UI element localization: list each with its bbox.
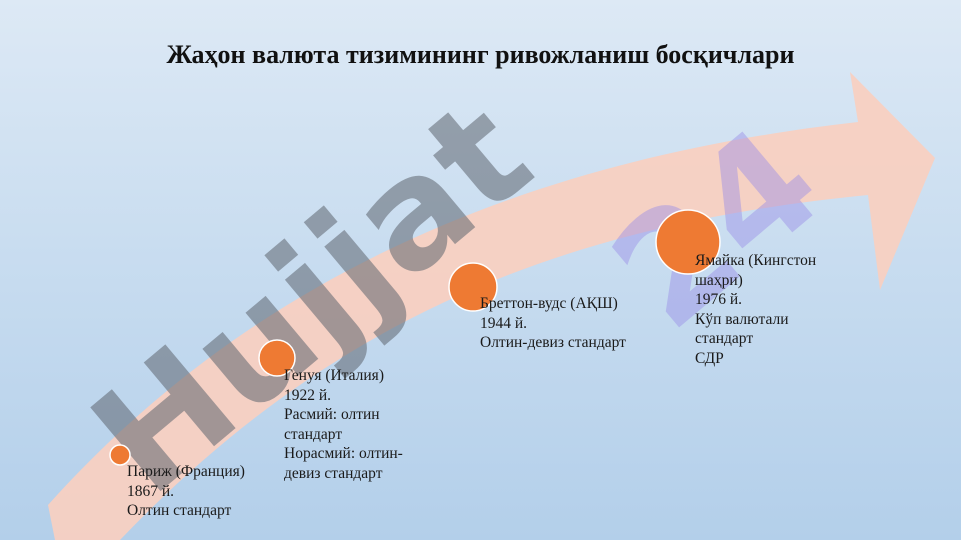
stage-3-line: Бреттон-вудс (АҚШ) (480, 295, 618, 312)
stage-4-line: Кўп валютали (695, 310, 789, 328)
stage-4-line: Ямайка (Кингстон (695, 252, 817, 269)
stage-1-text: Париж (Франция) 1867 й. Олтин стандарт (127, 462, 245, 521)
stage-1-line: 1867 й. (127, 482, 175, 500)
stage-3-line: 1944 й. (480, 314, 528, 332)
stage-1-line: Олтин стандарт (127, 502, 232, 519)
slide-title: Жаҳон валюта тизимининг ривожланиш босқи… (166, 40, 795, 69)
stage-4-line: 1976 й. (695, 291, 743, 308)
stage-2-line: 1922 й. (284, 386, 332, 404)
stage-2-line: девиз стандарт (284, 464, 383, 482)
stage-2-line: Расмий: олтин (284, 406, 380, 423)
stage-2-text: Генуя (Италия) 1922 й. Расмий: олтин ста… (284, 366, 403, 483)
stage-2-line: стандарт (284, 425, 343, 443)
stage-2-line: Норасмий: олтин- (284, 445, 403, 462)
stage-1-line: Париж (Франция) (127, 463, 245, 480)
stage-4-text: Ямайка (Кингстон шаҳри) 1976 й. Кўп валю… (695, 251, 816, 368)
stage-3-text: Бреттон-вудс (АҚШ) 1944 й. Олтин-девиз с… (480, 294, 626, 353)
stage-4-line: стандарт (695, 330, 754, 347)
stage-2-line: Генуя (Италия) (284, 367, 384, 384)
stage-4-line: шаҳри) (695, 271, 743, 289)
stage-4-line: СДР (695, 349, 724, 367)
stage-3-line: Олтин-девиз стандарт (480, 334, 626, 351)
